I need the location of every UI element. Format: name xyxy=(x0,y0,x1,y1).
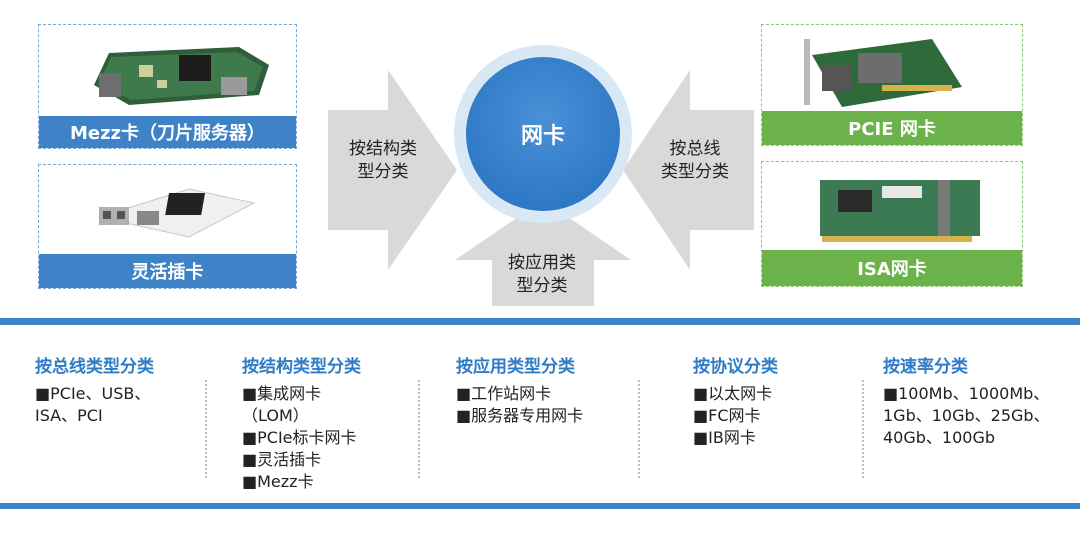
column-divider xyxy=(638,380,640,478)
isa-card-label-text: ISA网卡 xyxy=(857,259,927,280)
bottom-arrow-line-2: 型分类 xyxy=(516,276,568,296)
bottom-arrow-text: 按应用类 型分类 xyxy=(497,252,587,298)
center-circle-halo: 网卡 xyxy=(454,45,632,223)
category-item: ■工作站网卡 xyxy=(456,384,552,403)
category-item: ■PCIe、USB、 xyxy=(35,384,151,403)
category-item: ISA、PCI xyxy=(35,406,103,425)
flex-card-image xyxy=(97,188,256,238)
category-item: ■FC网卡 xyxy=(693,406,761,425)
isa-card: ISA网卡 xyxy=(761,161,1023,287)
category-title: 按结构类型分类 xyxy=(242,357,361,377)
category-item: ■IB网卡 xyxy=(693,428,756,447)
right-arrow-text: 按总线 类型分类 xyxy=(650,138,740,184)
right-arrow xyxy=(623,70,754,270)
bottom-divider-bar xyxy=(0,503,1080,509)
category-title: 按速率分类 xyxy=(883,357,968,377)
pcie-card-image xyxy=(804,39,962,107)
category-title: 按总线类型分类 xyxy=(35,357,154,377)
category-item: ■Mezz卡 xyxy=(242,472,314,491)
category-title: 按协议分类 xyxy=(693,357,778,377)
category-item: ■集成网卡 xyxy=(242,384,322,403)
category-item: ■100Mb、1000Mb、 xyxy=(883,384,1050,403)
mezz-card: Mezz卡（刀片服务器） xyxy=(38,24,297,149)
category-speed: 按速率分类 ■100Mb、1000Mb、 1Gb、10Gb、25Gb、 40Gb… xyxy=(883,352,1050,449)
category-item: 1Gb、10Gb、25Gb、 xyxy=(883,406,1050,425)
mezz-card-image xyxy=(94,47,269,105)
column-divider xyxy=(205,380,207,478)
pcie-card: PCIE 网卡 xyxy=(761,24,1023,146)
left-arrow-text: 按结构类 型分类 xyxy=(338,138,428,184)
left-arrow-line-2: 型分类 xyxy=(357,162,409,182)
category-item: ■灵活插卡 xyxy=(242,450,322,469)
left-arrow-line-1: 按结构类 xyxy=(349,139,417,159)
pcie-card-label: PCIE 网卡 xyxy=(762,111,1022,145)
bottom-arrow-line-1: 按应用类 xyxy=(508,253,576,273)
column-divider xyxy=(862,380,864,478)
category-item: ■以太网卡 xyxy=(693,384,773,403)
column-divider xyxy=(418,380,420,478)
left-arrow xyxy=(328,70,457,270)
bottom-arrow xyxy=(455,200,631,306)
flex-card-label-text: 灵活插卡 xyxy=(131,262,204,283)
mezz-card-label-text: Mezz卡（刀片服务器） xyxy=(69,123,266,144)
right-arrow-line-2: 类型分类 xyxy=(661,162,729,182)
top-divider-bar xyxy=(0,318,1080,325)
category-item: （LOM） xyxy=(242,406,309,425)
arrows-layer xyxy=(328,70,754,306)
flex-card-label: 灵活插卡 xyxy=(39,254,296,288)
isa-card-image xyxy=(820,180,980,242)
category-application: 按应用类型分类 ■工作站网卡 ■服务器专用网卡 xyxy=(456,352,583,427)
right-arrow-line-1: 按总线 xyxy=(669,139,721,159)
center-label: 网卡 xyxy=(520,124,565,149)
pcie-card-label-text: PCIE 网卡 xyxy=(848,119,936,140)
category-bus: 按总线类型分类 ■PCIe、USB、 ISA、PCI xyxy=(35,352,154,427)
isa-card-label: ISA网卡 xyxy=(762,250,1022,286)
category-item: 40Gb、100Gb xyxy=(883,428,996,447)
category-item: ■PCIe标卡网卡 xyxy=(242,428,357,447)
category-structure: 按结构类型分类 ■集成网卡 （LOM） ■PCIe标卡网卡 ■灵活插卡 ■Mez… xyxy=(242,352,361,493)
category-protocol: 按协议分类 ■以太网卡 ■FC网卡 ■IB网卡 xyxy=(693,352,778,449)
category-item: ■服务器专用网卡 xyxy=(456,406,584,425)
flex-card: 灵活插卡 xyxy=(38,164,297,289)
center-circle: 网卡 xyxy=(466,57,620,211)
category-title: 按应用类型分类 xyxy=(456,357,575,377)
mezz-card-label: Mezz卡（刀片服务器） xyxy=(39,116,296,148)
